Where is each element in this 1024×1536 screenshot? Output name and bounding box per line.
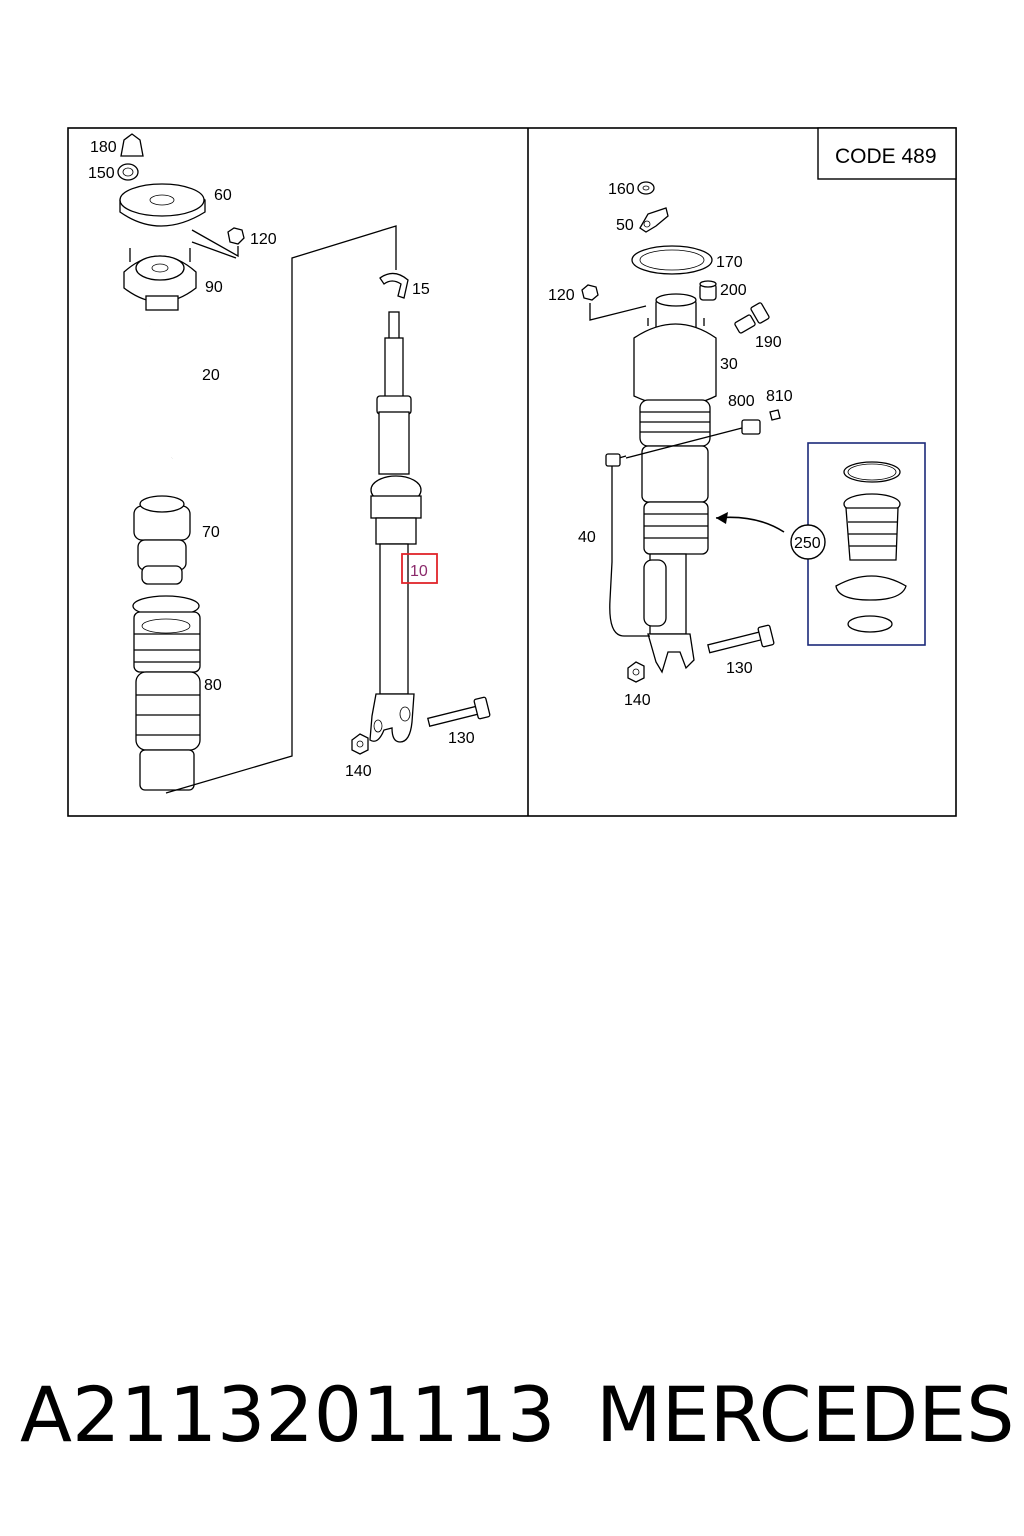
nut-120-right xyxy=(581,284,599,301)
callout-30: 30 xyxy=(720,356,738,373)
callout-200: 200 xyxy=(720,282,747,299)
part-number: A2113201113 xyxy=(20,1370,556,1459)
nut-160 xyxy=(637,181,655,195)
callout-140-left: 140 xyxy=(345,763,372,780)
callout-810: 810 xyxy=(766,388,793,405)
spring-20 xyxy=(127,324,198,470)
air-strut-30 xyxy=(633,293,717,674)
sensor-line-40 xyxy=(605,453,650,637)
bolt-130-right xyxy=(707,624,775,654)
callout-130-left: 130 xyxy=(448,730,475,747)
nut-150 xyxy=(117,163,139,181)
brand-name: MERCEDES xyxy=(596,1370,1015,1459)
callout-180: 180 xyxy=(90,139,117,156)
callout-800: 800 xyxy=(728,393,755,410)
kit-250-parts xyxy=(835,461,907,633)
callout-50: 50 xyxy=(616,217,634,234)
callout-160: 160 xyxy=(608,181,635,198)
callout-120-left: 120 xyxy=(250,231,277,248)
callout-90: 90 xyxy=(205,279,223,296)
parts-diagram: CODE 489 xyxy=(67,127,957,817)
gasket-170 xyxy=(631,245,713,275)
callout-120-right: 120 xyxy=(548,287,575,304)
bracket-50 xyxy=(639,207,669,233)
connector-800 xyxy=(741,419,761,435)
diagram-frame xyxy=(67,127,957,817)
nut-120-left xyxy=(227,227,245,245)
callout-130-right: 130 xyxy=(726,660,753,677)
bump-stop-70 xyxy=(133,495,191,585)
bolt-130-left xyxy=(427,696,491,727)
callout-70: 70 xyxy=(202,524,220,541)
cap-180 xyxy=(120,133,144,157)
callout-10: 10 xyxy=(410,563,428,580)
callout-40: 40 xyxy=(578,529,596,546)
boot-80 xyxy=(132,595,201,791)
nut-140-right xyxy=(627,661,645,683)
mount-90 xyxy=(123,248,197,311)
plug-810 xyxy=(769,409,781,421)
callout-15: 15 xyxy=(412,281,430,298)
callout-250: 250 xyxy=(794,535,821,552)
mount-60 xyxy=(119,183,206,227)
callout-190: 190 xyxy=(755,334,782,351)
callout-150: 150 xyxy=(88,165,115,182)
callout-60: 60 xyxy=(214,187,232,204)
callout-80: 80 xyxy=(204,677,222,694)
callout-140-right: 140 xyxy=(624,692,651,709)
kit-250-circle xyxy=(790,524,826,560)
shock-absorber-10 xyxy=(369,311,422,743)
fitting-200 xyxy=(699,280,717,301)
valve-190 xyxy=(734,302,770,334)
highlight-box-10 xyxy=(401,553,438,584)
callout-20: 20 xyxy=(202,367,220,384)
callout-170: 170 xyxy=(716,254,743,271)
nut-140-left xyxy=(351,733,369,755)
code-box xyxy=(817,127,957,180)
code-label: CODE 489 xyxy=(835,145,937,168)
clip-15 xyxy=(379,272,409,299)
